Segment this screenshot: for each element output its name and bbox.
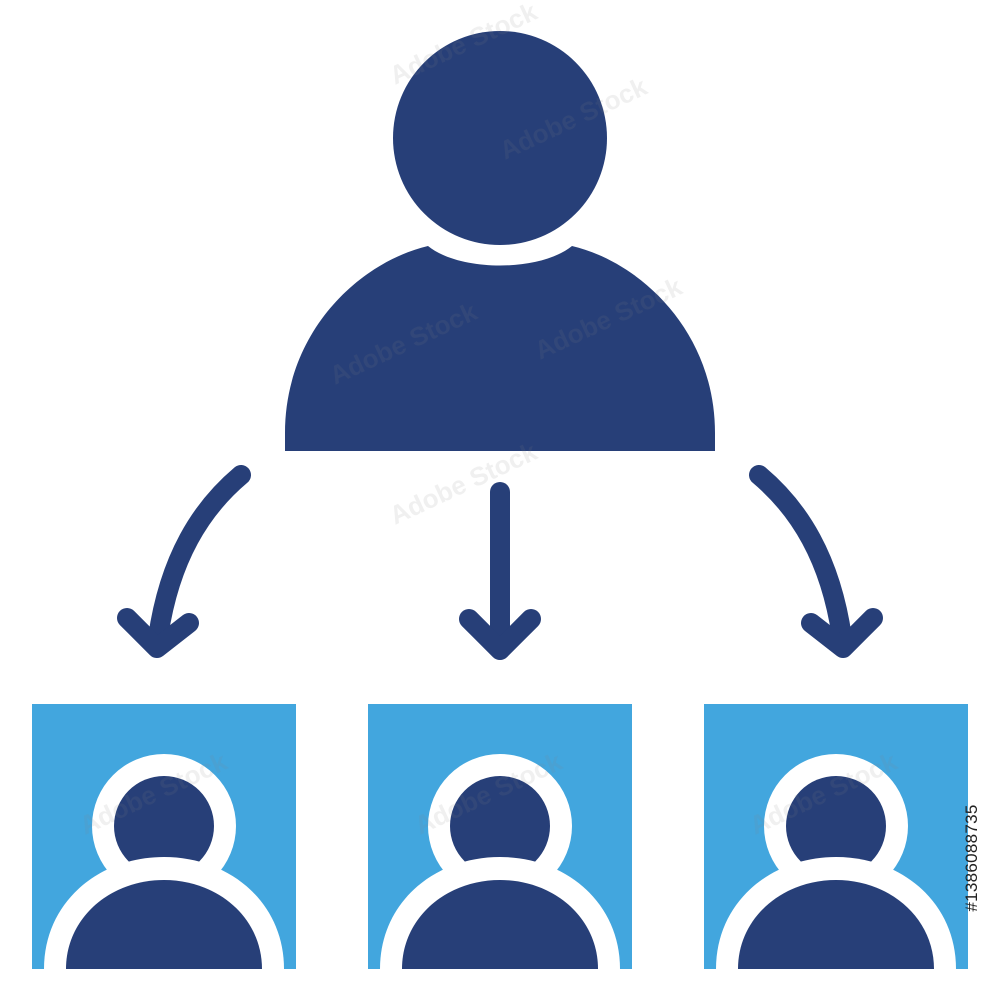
child-body [738,880,934,969]
curved-arrow-down-left-icon [117,465,251,658]
parent-person-head [393,31,607,245]
child-head [786,776,886,876]
child-frame-right [704,704,968,969]
child-body [402,880,598,969]
child-body [66,880,262,969]
child-head [114,776,214,876]
arrow-down-icon [459,482,541,660]
child-frame-left [32,704,296,969]
curved-arrow-down-right-icon [749,465,883,658]
child-head [450,776,550,876]
parent-person-icon [285,31,715,451]
delegation-arrows [117,465,883,660]
parent-person-body [285,246,715,451]
child-frame-middle [368,704,632,969]
stock-id-label: #1386088735 [962,804,981,912]
